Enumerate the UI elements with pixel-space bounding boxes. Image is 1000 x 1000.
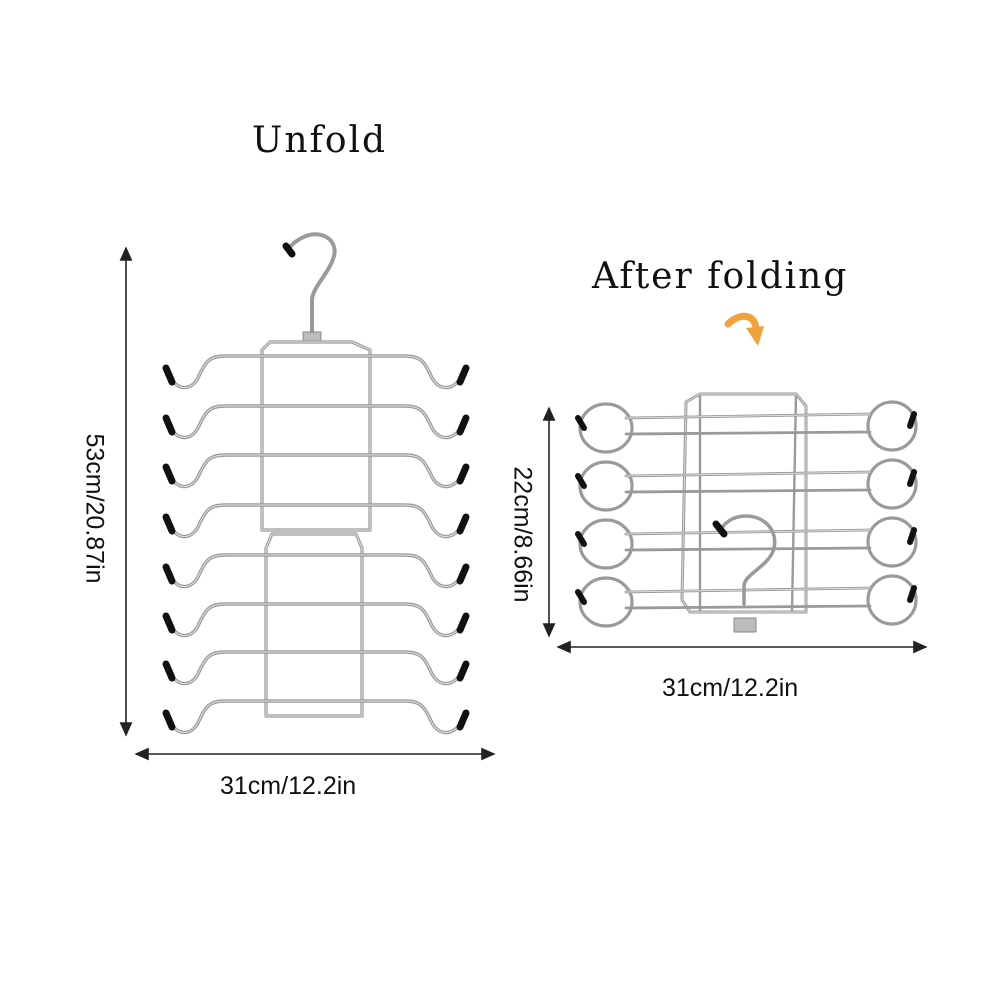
after-folding-title: After folding: [592, 256, 849, 297]
folded-hook: [712, 514, 777, 633]
loop-tip-left: [575, 589, 587, 605]
bar-tip-left: [162, 414, 176, 436]
hanger-bar: [162, 650, 470, 686]
bar-tip-left: [162, 660, 176, 682]
bar-tip-right: [456, 660, 470, 682]
folded-bar: [575, 516, 918, 570]
bar-tip-right: [456, 612, 470, 634]
hanger-hook: [282, 232, 337, 343]
hanger-bar: [162, 553, 470, 589]
bar-tip-left: [162, 709, 176, 731]
unfold-width-label: 31cm/12.2in: [220, 772, 357, 800]
bar-tip-left: [162, 364, 176, 386]
loop-tip-left: [575, 473, 587, 489]
bar-tip-right: [456, 463, 470, 485]
loop-tip-right: [907, 527, 917, 545]
fold-arrow-icon: [724, 312, 764, 346]
folded-bar: [575, 400, 918, 454]
loop-tip-right: [907, 585, 917, 603]
bar-tip-right: [456, 513, 470, 535]
bar-tip-right: [456, 709, 470, 731]
folded-height-label: 22cm/8.66in: [508, 466, 537, 603]
loop-left: [578, 518, 634, 570]
folded-bar: [575, 458, 918, 512]
unfold-hanger: [162, 232, 470, 735]
folded-hanger: [575, 392, 918, 633]
loop-tip-right: [907, 469, 917, 487]
folded-bar: [575, 574, 918, 628]
loop-left: [578, 460, 634, 512]
bar-tip-right: [456, 364, 470, 386]
bar-tip-right: [456, 414, 470, 436]
folded-width-label: 31cm/12.2in: [662, 674, 799, 702]
bar-tip-left: [162, 612, 176, 634]
hanger-bar: [162, 503, 470, 539]
upper-frame: [260, 340, 372, 532]
loop-tip-left: [575, 531, 587, 547]
loop-right: [866, 400, 918, 452]
unfold-title: Unfold: [252, 120, 388, 161]
loop-tip-left: [575, 415, 587, 431]
lower-frame: [264, 532, 364, 718]
loop-right: [866, 458, 918, 510]
unfold-height-label: 53cm/20.87in: [80, 433, 109, 584]
bar-tip-left: [162, 463, 176, 485]
folded-hanger-bars: [575, 400, 918, 628]
bar-tip-right: [456, 563, 470, 585]
unfold-hanger-bars: [162, 354, 470, 735]
bar-tip-left: [162, 563, 176, 585]
hanger-bar: [162, 602, 470, 638]
folded-frame: [680, 392, 808, 614]
loop-left: [578, 576, 634, 628]
hanger-bar: [162, 404, 470, 440]
loop-right: [866, 574, 918, 626]
loop-right: [866, 516, 918, 568]
loop-tip-right: [907, 411, 917, 429]
hanger-bar: [162, 354, 470, 390]
bar-tip-left: [162, 513, 176, 535]
hanger-bar: [162, 699, 470, 735]
loop-left: [578, 402, 634, 454]
hanger-bar: [162, 453, 470, 489]
